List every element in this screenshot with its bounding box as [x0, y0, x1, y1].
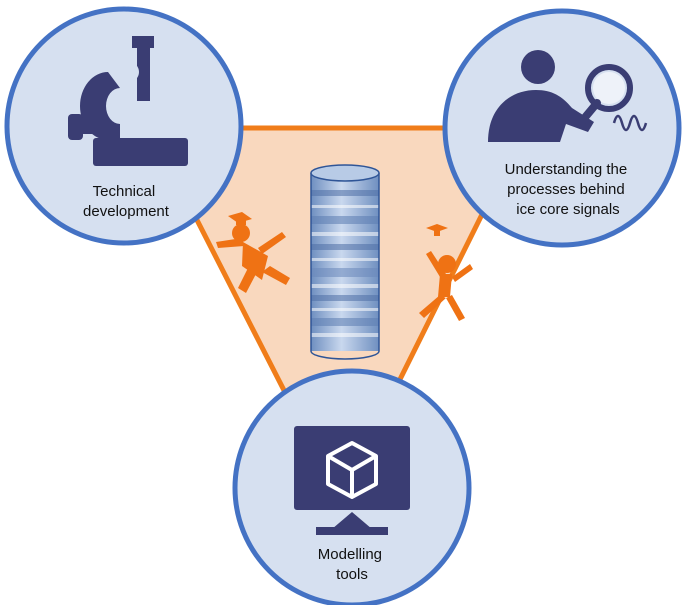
node-label-line: development	[83, 203, 170, 220]
node-label-line: Understanding the	[505, 161, 628, 178]
node-understanding-processes: Understanding the processes behind ice c…	[442, 8, 682, 248]
microscope-icon	[68, 36, 188, 166]
svg-text:Technical development: Technical development	[83, 183, 170, 220]
node-label-line: Modelling	[318, 546, 382, 563]
jumping-graduate-icon	[419, 224, 473, 321]
svg-text:Modelling tools: Modelling tools	[318, 546, 386, 583]
svg-text:Understanding the proces: Understanding the processes behind ice c…	[505, 161, 632, 218]
node-label-line: processes behind	[507, 181, 625, 198]
magnifier-person-icon	[488, 50, 648, 142]
ice-core-cylinder	[310, 164, 380, 360]
jumping-graduate-icon	[216, 212, 290, 293]
node-label-line: ice core signals	[516, 201, 619, 218]
node-modelling-tools: Modelling tools	[232, 368, 472, 605]
node-label-line: tools	[336, 566, 368, 583]
node-technical-development: Technical development	[4, 6, 244, 246]
node-label-line: Technical	[93, 183, 156, 200]
monitor-cube-icon	[294, 426, 410, 535]
